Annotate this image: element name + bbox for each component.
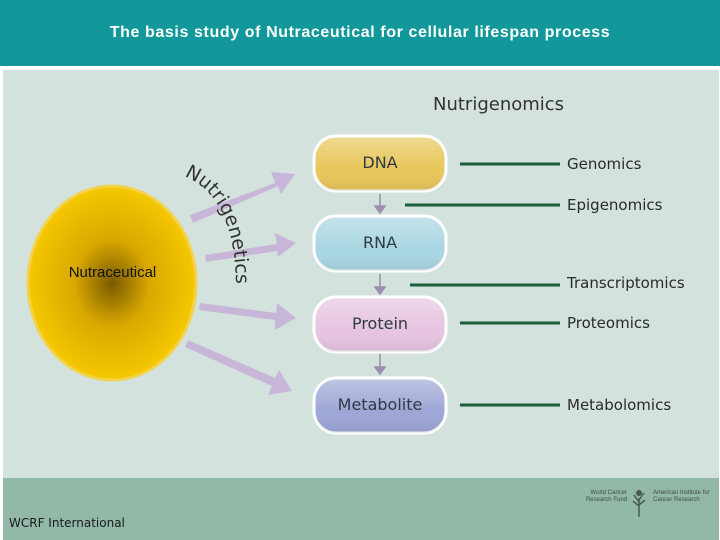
stage-protein	[312, 295, 448, 354]
arrow-to-protein	[199, 303, 296, 330]
arrow-to-metabolite	[185, 340, 292, 395]
omics-label-epigenomics: Epigenomics	[567, 196, 663, 214]
nutraceutical-circle	[26, 184, 198, 382]
stage-rna	[312, 214, 448, 273]
footer-bar: WCRF International World Cancer Research…	[3, 478, 719, 540]
arrow-to-rna	[205, 233, 296, 262]
nutrigenomics-label: Nutrigenomics	[433, 94, 565, 115]
stage-metabolite	[312, 376, 448, 435]
aicr-logo-text: American Institute for Cancer Research	[653, 490, 710, 503]
stage-label-rna: RNA	[362, 233, 398, 252]
flow-arrows	[373, 194, 387, 376]
stage-label-protein: Protein	[351, 314, 409, 333]
stage-label-dna: DNA	[362, 153, 398, 172]
stage-label-metabolite: Metabolite	[337, 395, 423, 414]
nutrigenetics-arrows	[185, 172, 296, 395]
omics-label-transcriptomics: Transcriptomics	[567, 274, 685, 292]
tree-logo-icon	[632, 490, 646, 517]
omics-label-genomics: Genomics	[567, 155, 642, 173]
partner-logos: World Cancer Research Fund American Inst…	[581, 488, 716, 518]
omics-lines	[405, 162, 560, 407]
footer-organization: WCRF International	[9, 516, 125, 530]
slide-title: The basis study of Nutraceutical for cel…	[109, 24, 611, 41]
omics-label-metabolomics: Metabolomics	[567, 396, 672, 414]
nutraceutical-label: Nutraceutical	[68, 264, 157, 281]
wcrf-logo-text: World Cancer Research Fund	[585, 490, 627, 503]
arrow-to-dna	[190, 172, 295, 223]
stage-dna	[312, 134, 448, 193]
omics-label-proteomics: Proteomics	[567, 314, 650, 332]
title-bar: The basis study of Nutraceutical for cel…	[0, 0, 720, 66]
